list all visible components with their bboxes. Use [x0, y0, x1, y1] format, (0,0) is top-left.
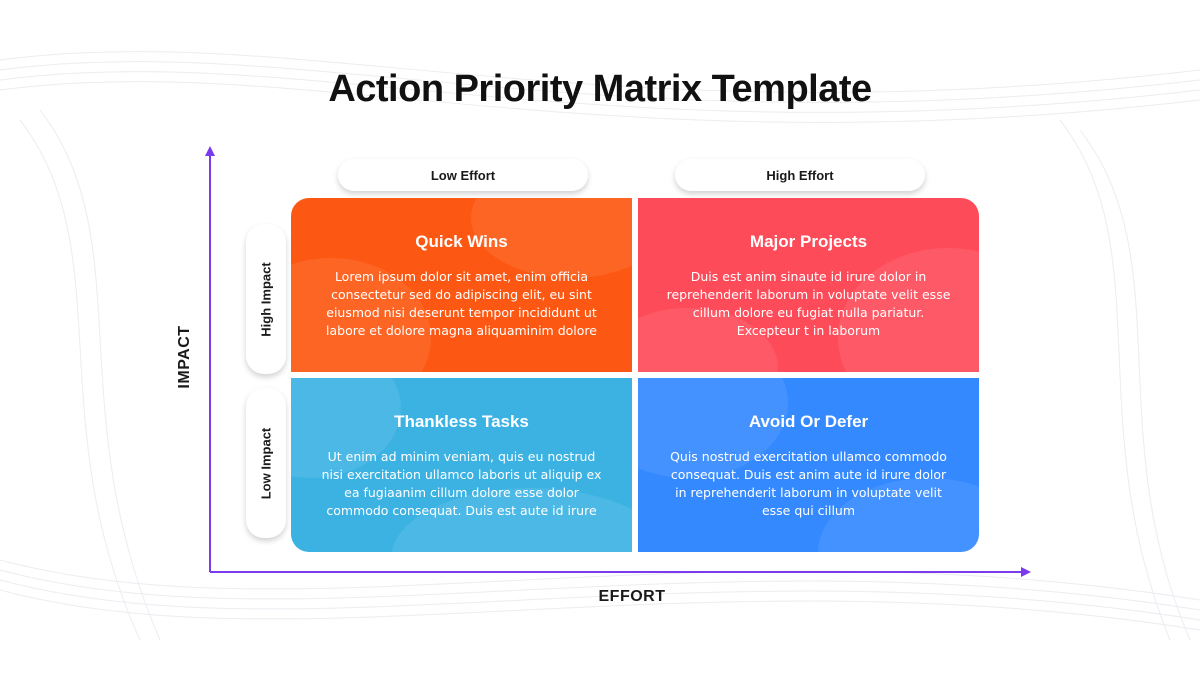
y-axis-arrow-icon: [205, 146, 215, 156]
quadrant-thankless-tasks: Thankless Tasks Ut enim ad minim veniam,…: [291, 378, 632, 552]
quadrant-title: Major Projects: [749, 232, 868, 251]
quadrant-text: Quis nostrud exercitation ullamco commod…: [670, 449, 947, 518]
x-axis-label: EFFORT: [598, 588, 666, 605]
quadrant-text: Duis est anim sinaute id irure dolor in …: [666, 269, 951, 338]
row-header-low-impact: Low Impact: [246, 388, 286, 538]
column-header-low-effort: Low Effort: [338, 159, 588, 191]
quadrant-quick-wins: Quick Wins Lorem ipsum dolor sit amet, e…: [291, 198, 632, 372]
quadrant-title: Avoid Or Defer: [748, 412, 869, 431]
x-axis-arrow-icon: [1021, 567, 1031, 577]
quadrant-title: Thankless Tasks: [394, 412, 529, 431]
row-header-label: Low Impact: [258, 427, 274, 499]
row-header-label: High Impact: [258, 261, 274, 337]
y-axis-label: IMPACT: [176, 325, 193, 389]
column-header-high-effort: High Effort: [675, 159, 925, 191]
quadrant-major-projects: Major Projects Duis est anim sinaute id …: [638, 198, 979, 372]
page-title: Action Priority Matrix Template: [328, 68, 872, 110]
row-header-high-impact: High Impact: [246, 224, 286, 374]
quadrant-text: Ut enim ad minim veniam, quis eu nostrud…: [321, 449, 602, 518]
quadrant-text: Lorem ipsum dolor sit amet, enim officia…: [326, 269, 597, 338]
quadrant-avoid-or-defer: Avoid Or Defer Quis nostrud exercitation…: [638, 378, 979, 552]
quadrant-title: Quick Wins: [415, 232, 508, 251]
